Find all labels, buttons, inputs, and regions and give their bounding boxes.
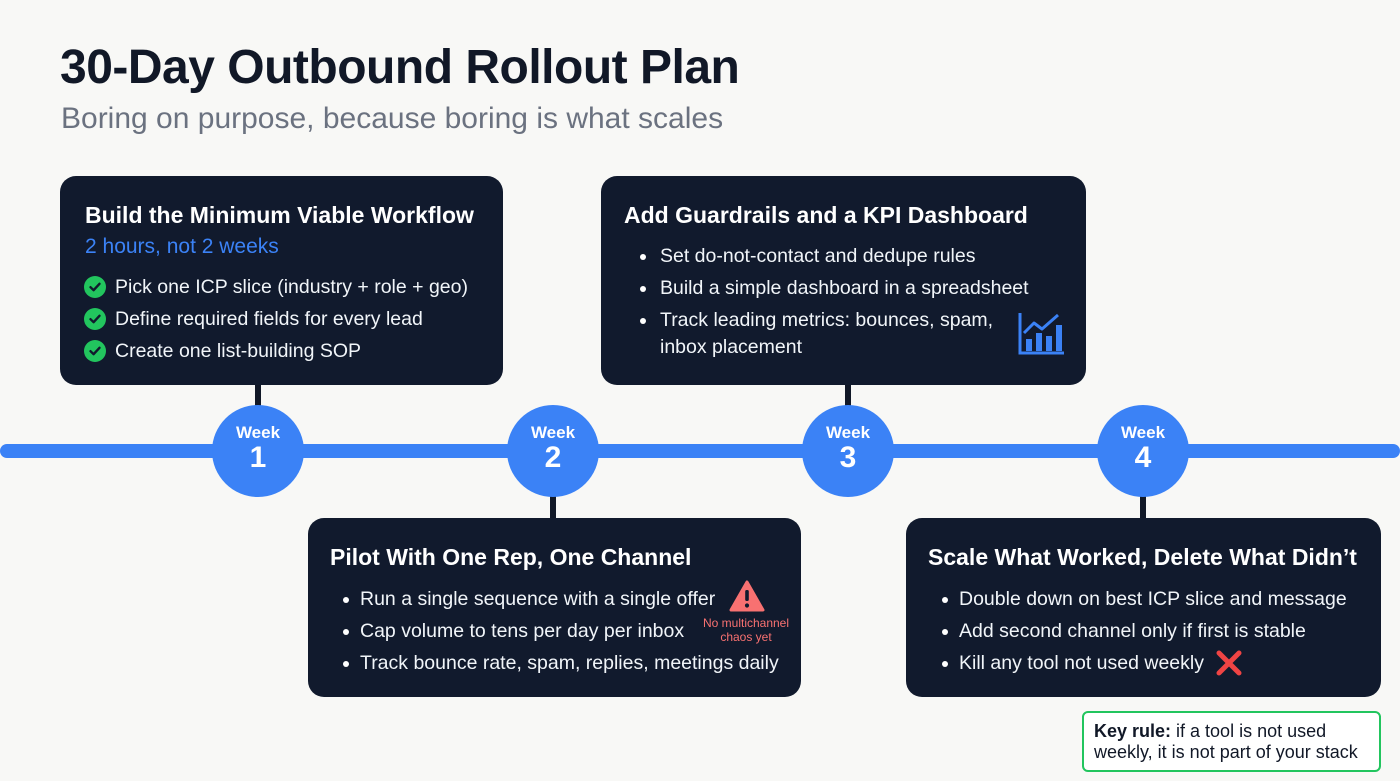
bullet (640, 318, 646, 324)
page-subtitle: Boring on purpose, because boring is wha… (61, 102, 724, 135)
card-title: Scale What Worked, Delete What Didn’t (928, 544, 1357, 570)
warning-icon (729, 580, 765, 612)
bullet (640, 254, 646, 260)
connector-week-3 (845, 383, 851, 415)
list-item: Track bounce rate, spam, replies, meetin… (360, 652, 779, 674)
bullet (942, 629, 948, 635)
bullet (640, 286, 646, 292)
key-rule-text: if a tool is not used weekly, it is not … (1094, 721, 1358, 762)
card-title: Add Guardrails and a KPI Dashboard (624, 202, 1028, 228)
list-item: Double down on best ICP slice and messag… (959, 588, 1347, 610)
key-rule-box: Key rule: if a tool is not used weekly, … (1082, 711, 1381, 772)
list-item: Track leading metrics: bounces, spam, (660, 309, 994, 331)
list-item: Create one list-building SOP (115, 340, 362, 362)
week-3-card: Add Guardrails and a KPI Dashboard Set d… (601, 176, 1086, 385)
week-4-card: Scale What Worked, Delete What Didn’t Do… (906, 518, 1381, 697)
check-icon (84, 340, 106, 362)
connector-week-4 (1140, 492, 1146, 520)
key-rule-label: Key rule: (1094, 721, 1172, 741)
week-label: Week (1120, 423, 1166, 442)
week-label: Week (825, 423, 871, 442)
week-label: Week (235, 423, 281, 442)
list-item: Run a single sequence with a single offe… (360, 588, 716, 610)
bar-chart-icon (1018, 313, 1064, 355)
week-1-node: Week 1 (212, 405, 304, 497)
week-1-card: Build the Minimum Viable Workflow 2 hour… (60, 176, 503, 385)
week-number: 1 (249, 441, 267, 474)
list-item: Add second channel only if first is stab… (959, 620, 1306, 642)
check-icon (84, 308, 106, 330)
week-number: 3 (839, 441, 857, 474)
card-title: Pilot With One Rep, One Channel (330, 544, 692, 570)
bullet (343, 597, 349, 603)
list-item: Set do-not-contact and dedupe rules (660, 245, 976, 267)
list-item: Build a simple dashboard in a spreadshee… (660, 277, 1029, 299)
warning-note: No multichannel chaos yet (702, 616, 790, 644)
list-item: Kill any tool not used weekly (959, 652, 1204, 674)
check-icon (84, 276, 106, 298)
bullet (343, 661, 349, 667)
bullet (942, 661, 948, 667)
timeline-line (0, 444, 1400, 458)
page-title: 30-Day Outbound Rollout Plan (60, 41, 740, 94)
bullet (343, 629, 349, 635)
bullet (942, 597, 948, 603)
week-2-node: Week 2 (507, 405, 599, 497)
list-item-continued: inbox placement (660, 336, 803, 358)
list-item: Pick one ICP slice (industry + role + ge… (115, 276, 468, 298)
card-title: Build the Minimum Viable Workflow (85, 202, 474, 228)
week-2-card: Pilot With One Rep, One Channel Run a si… (308, 518, 801, 697)
connector-week-1 (255, 383, 261, 415)
week-number: 2 (544, 441, 562, 474)
connector-week-2 (550, 492, 556, 520)
cross-icon (1216, 650, 1242, 676)
week-label: Week (530, 423, 576, 442)
week-3-node: Week 3 (802, 405, 894, 497)
card-subtitle: 2 hours, not 2 weeks (85, 235, 279, 258)
list-item: Cap volume to tens per day per inbox (360, 620, 685, 642)
week-number: 4 (1134, 441, 1152, 474)
week-4-node: Week 4 (1097, 405, 1189, 497)
list-item: Define required fields for every lead (115, 308, 423, 330)
